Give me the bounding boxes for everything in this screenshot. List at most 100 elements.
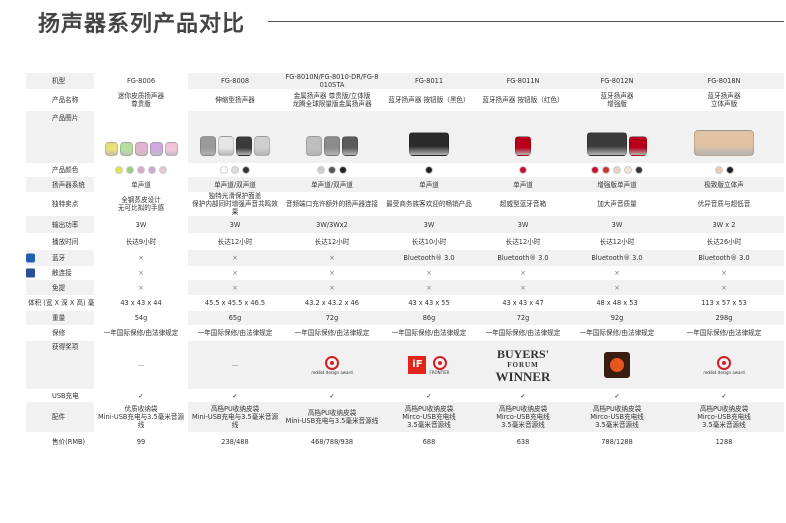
page-title: 扬声器系列产品对比 (38, 12, 246, 37)
product-picture (570, 111, 664, 163)
table-cell: 长达10小时 (382, 233, 476, 250)
table-cell: 单声道 (476, 177, 570, 192)
row-label: 产品图片 (26, 111, 94, 163)
color-swatch (602, 166, 610, 174)
row-label: 独特卖点 (26, 192, 94, 216)
table-cell: 48 x 48 x 53 (570, 295, 664, 311)
row-label: 蓝牙 (26, 250, 94, 266)
color-swatch (624, 166, 632, 174)
header-cell: FG-8011 (382, 73, 476, 89)
table-cell: × (382, 280, 476, 295)
table-cell: 长达9小时 (125, 237, 157, 246)
table-cell: 65g (188, 311, 282, 325)
table-cell: 238/488 (188, 432, 282, 451)
color-swatch (148, 166, 156, 174)
bluetooth-icon (26, 253, 35, 263)
table-cell: ✓ (664, 389, 784, 402)
color-swatch (714, 166, 723, 174)
table-cell: 一年国际保修/由法律规定 (570, 325, 664, 341)
color-swatch (425, 166, 433, 174)
table-cell: 单声道/双声道 (188, 177, 282, 192)
table-cell: Bluetooth® 3.0 (476, 250, 570, 266)
table-cell: 长达12小时 (282, 233, 382, 250)
color-swatch (159, 166, 167, 174)
row-label: 产品颜色 (26, 163, 94, 177)
header-cell: FG-8012N (570, 73, 664, 89)
table-cell: × (664, 280, 784, 295)
row-label: 重量 (26, 311, 94, 325)
product-picture (282, 111, 382, 163)
comparison-table: 机型 FG-8006 FG-8008 FG-8010N/FG-8010-DR/F… (26, 73, 784, 451)
table-cell: × (188, 266, 282, 280)
title-divider (268, 21, 784, 22)
table-cell: 优质收纳袋 Mini-USB充电与3.5毫米音源线 (97, 405, 185, 429)
table-cell: 688 (382, 432, 476, 451)
table-cell: 43 x 43 x 47 (476, 295, 570, 311)
row-product-name: 产品名称迷你皮质扬声器 尊贵版伸缩型扬声器金属扬声器 尊贵版/立体版 龙腾全球限… (26, 89, 784, 111)
table-cell: 3W x 2 (664, 216, 784, 233)
table-cell: Bluetooth® 3.0 (570, 250, 664, 266)
speaker-product-image (342, 136, 358, 156)
award-none: — (188, 341, 282, 389)
table-cell: Bluetooth® 3.0 (382, 250, 476, 266)
speaker-product-image (236, 136, 252, 156)
table-cell: 一年国际保修/由法律规定 (282, 325, 382, 341)
table-cell: 298g (664, 311, 784, 325)
table-cell: 99 (136, 437, 146, 446)
table-cell: ✓ (570, 389, 664, 402)
table-cell: ✓ (188, 389, 282, 402)
color-swatches (382, 163, 476, 177)
row-label: 体积 (宽 X 深 X 高) 毫米 (26, 295, 94, 311)
table-cell: × (188, 280, 282, 295)
table-cell: 蓝牙扬声器 增强版 (570, 89, 664, 111)
award-none: — (137, 361, 145, 369)
table-cell: 迷你皮质扬声器 尊贵版 (117, 92, 165, 108)
table-cell: 一年国际保修/由法律规定 (664, 325, 784, 341)
row-label: 输出功率 (26, 216, 94, 233)
table-cell: × (138, 254, 144, 262)
speaker-product-image (324, 136, 340, 156)
product-picture (188, 111, 282, 163)
speaker-product-image (149, 142, 163, 156)
color-swatch (635, 166, 643, 174)
table-cell: 113 x 57 x 53 (664, 295, 784, 311)
header-cell: FG-8006 (126, 77, 156, 85)
table-cell: 高档PU收纳皮袋 Mirco-USB充电线 3.5毫米音源线 (476, 402, 570, 432)
speaker-product-image (134, 142, 148, 156)
product-picture (382, 111, 476, 163)
table-cell: 638 (476, 432, 570, 451)
table-cell: 45.5 x 45.5 x 46.5 (188, 295, 282, 311)
header-cell: 机型 (26, 73, 94, 89)
speaker-product-image (254, 136, 270, 156)
table-cell: 788/1288 (570, 432, 664, 451)
header-cell: FG-8010N/FG-8010-DR/FG-8010STA (282, 73, 382, 89)
table-cell: 3W (188, 216, 282, 233)
table-cell: 长达12小时 (570, 233, 664, 250)
table-cell: × (664, 266, 784, 280)
table-cell: 长达12小时 (476, 233, 570, 250)
table-cell: × (570, 280, 664, 295)
table-cell: 高档PU收纳皮袋 Mirco-USB充电线 3.5毫米音源线 (570, 402, 664, 432)
table-cell: 43 x 43 x 55 (382, 295, 476, 311)
table-cell: 3W (135, 220, 147, 229)
table-cell: 伸缩型扬声器 (188, 89, 282, 111)
speaker-product-image (218, 136, 234, 156)
award-reddot: reddot design award (282, 341, 382, 389)
table-cell: Bluetooth® 3.0 (664, 250, 784, 266)
product-picture (94, 111, 188, 163)
reddot-logo-icon (325, 355, 339, 370)
table-cell: 一年国际保修/由法律规定 (103, 329, 179, 337)
table-cell: 468/788/938 (282, 432, 382, 451)
row-product-color: 产品颜色 (26, 163, 784, 177)
table-cell: 3W (476, 216, 570, 233)
table-cell: 一年国际保修/由法律规定 (188, 325, 282, 341)
if-award-icon: iF (408, 356, 427, 374)
table-cell: ✓ (138, 391, 144, 400)
row-warranty: 保修一年国际保修/由法律规定一年国际保修/由法律规定一年国际保修/由法律规定一年… (26, 325, 784, 341)
table-cell: 音频端口充许额外的扬声器连接 (282, 192, 382, 216)
color-swatch (115, 166, 123, 174)
table-cell: 72g (282, 311, 382, 325)
color-swatch (242, 166, 250, 174)
